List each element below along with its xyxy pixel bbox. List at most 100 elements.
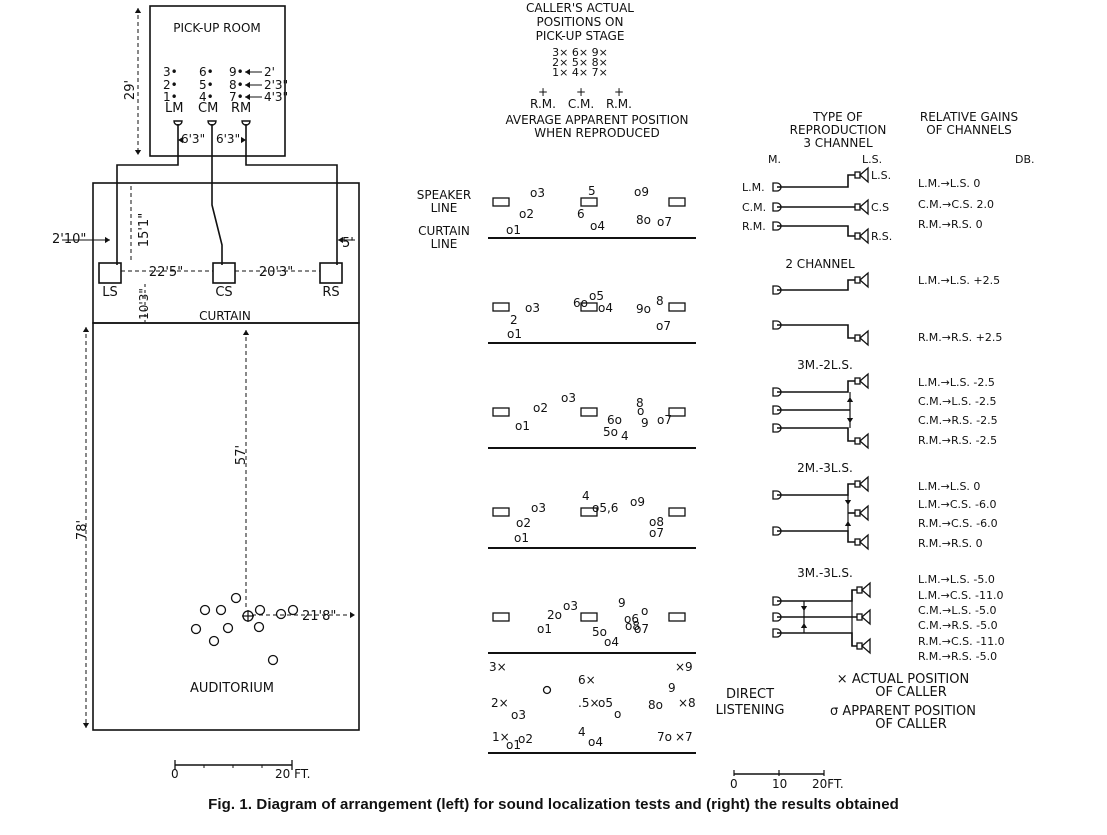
- arrow-head: [844, 500, 852, 505]
- arrow-head: [178, 136, 183, 144]
- apparent-position: o6: [624, 612, 639, 626]
- speaker-label-ls: LS: [102, 285, 118, 300]
- direct-listening-position: 6×: [578, 673, 596, 687]
- speaker-center-mark: [580, 507, 598, 517]
- speaker-cone: [859, 372, 869, 390]
- column-db: DB.: [1015, 153, 1035, 166]
- section-name: 3M.-3L.S.: [797, 566, 853, 580]
- apparent-position: o2: [516, 516, 531, 530]
- listener-distance-label: 57': [234, 445, 249, 465]
- caller-position-row: 1× 4× 7×: [552, 66, 608, 79]
- gain-header: OF CHANNELS: [926, 123, 1012, 137]
- gain-entry: L.M.→L.S. +2.5: [918, 274, 1000, 287]
- section-name: 3M.-2L.S.: [797, 358, 853, 372]
- apparent-position: o1: [507, 327, 522, 341]
- stage-position-left: 3•: [163, 65, 178, 79]
- apparent-position: o1: [514, 531, 529, 545]
- stage-row-distance: 4'3": [264, 90, 288, 104]
- arrow-head: [350, 611, 355, 619]
- direct-listening-position: o: [614, 707, 621, 721]
- auditorium-area: [92, 322, 360, 731]
- stage-position-left: 1•: [163, 90, 178, 104]
- direct-listening-position: 2×: [491, 696, 509, 710]
- apparent-position: o4: [604, 635, 619, 649]
- type-header: REPRODUCTION: [790, 123, 887, 137]
- mic-name: C.M.: [742, 201, 766, 214]
- column-ls: L.S.: [862, 153, 882, 166]
- speaker-spacing-left: 22'5": [149, 265, 183, 280]
- listener-width-label: 21'8": [302, 609, 336, 624]
- speaker-name: L.S.: [871, 169, 891, 182]
- speaker-center-mark: [580, 302, 598, 312]
- caller-positions-title: POSITIONS ON: [537, 15, 624, 29]
- scale-tick-label: 20FT.: [812, 777, 844, 791]
- direct-listening-position: 9: [668, 681, 676, 695]
- curtain-label: CURTAIN: [199, 309, 251, 323]
- direct-listening-position: .5×: [578, 696, 600, 710]
- apparent-position: 5o: [603, 425, 618, 439]
- scale-tick-label: 10: [772, 777, 787, 791]
- apparent-position: 5o: [592, 625, 607, 639]
- stage-row-distance: 2': [264, 65, 275, 79]
- stage-position-left: 2•: [163, 78, 178, 92]
- right-offset-label: 5': [342, 236, 354, 251]
- caller-positions-title: PICK-UP STAGE: [536, 29, 625, 43]
- speaker-right-mark: [668, 407, 686, 417]
- mic-label: R.M.: [606, 97, 632, 111]
- speaker-left-mark: [492, 612, 510, 622]
- apparent-position: o3: [531, 501, 546, 515]
- apparent-position: o9: [630, 495, 645, 509]
- scale-zero: 0: [171, 767, 179, 781]
- listener-seat: [287, 604, 299, 616]
- apparent-position: 6o: [607, 413, 622, 427]
- mic-name: L.M.: [742, 181, 765, 194]
- section-name: 2M.-3L.S.: [797, 461, 853, 475]
- gain-entry: R.M.→R.S. -5.0: [918, 650, 997, 663]
- apparent-position: o2: [519, 207, 534, 221]
- arrow-head: [846, 397, 854, 402]
- apparent-position: o3: [525, 301, 540, 315]
- arrow-head: [242, 330, 250, 335]
- listener-seat: [254, 604, 266, 616]
- arrow-head: [82, 327, 90, 332]
- scale-label: 20 FT.: [275, 767, 311, 781]
- speaker-cone: [859, 432, 869, 450]
- caller-position-row: 3× 6× 9×: [552, 46, 608, 59]
- wire: [777, 632, 857, 647]
- mic-marker: +: [614, 85, 624, 99]
- speaker-spacing-right: 20'3": [259, 265, 293, 280]
- gain-entry: L.M.→L.S. -2.5: [918, 376, 995, 389]
- speaker-icon: [854, 271, 869, 289]
- gain-entry: L.M.→C.S. -6.0: [918, 498, 996, 511]
- stage-row-distance: 2'3": [264, 78, 288, 92]
- direct-listening-position: 3×: [489, 660, 507, 674]
- gain-entry: R.M.→C.S. -6.0: [918, 517, 998, 530]
- speaker-center-mark: [580, 612, 598, 622]
- speaker-icon: [854, 372, 869, 390]
- apparent-position: o: [637, 404, 644, 418]
- speaker-cone: [861, 608, 871, 626]
- gain-entry: C.M.→L.S. -2.5: [918, 395, 996, 408]
- direct-listening-position: 4: [578, 725, 586, 739]
- speaker-cone: [859, 198, 869, 216]
- arrow-head: [245, 68, 250, 76]
- apparent-position: o7: [657, 413, 672, 427]
- speaker-left-mark: [492, 197, 510, 207]
- speaker-center-mark: [580, 197, 598, 207]
- speaker-icon: [854, 227, 869, 245]
- wire-cm-cs: [211, 124, 223, 265]
- gain-entry: R.M.→R.S. 0: [918, 218, 983, 231]
- speaker-icon: [856, 637, 871, 655]
- listener-seat: [230, 592, 242, 604]
- apparent-position: o3: [561, 391, 576, 405]
- apparent-position: 2o: [547, 608, 562, 622]
- apparent-position: o8: [625, 619, 640, 633]
- direct-listening-position: o4: [588, 735, 603, 749]
- gain-entry: R.M.→R.S. +2.5: [918, 331, 1002, 344]
- gain-entry: C.M.→R.S. -2.5: [918, 414, 998, 427]
- direct-listening-position: o3: [511, 708, 526, 722]
- listener-seat: [253, 621, 265, 633]
- apparent-position: 8o: [636, 213, 651, 227]
- apparent-position: 4: [582, 489, 590, 503]
- caller-position-row: 2× 5× 8×: [552, 56, 608, 69]
